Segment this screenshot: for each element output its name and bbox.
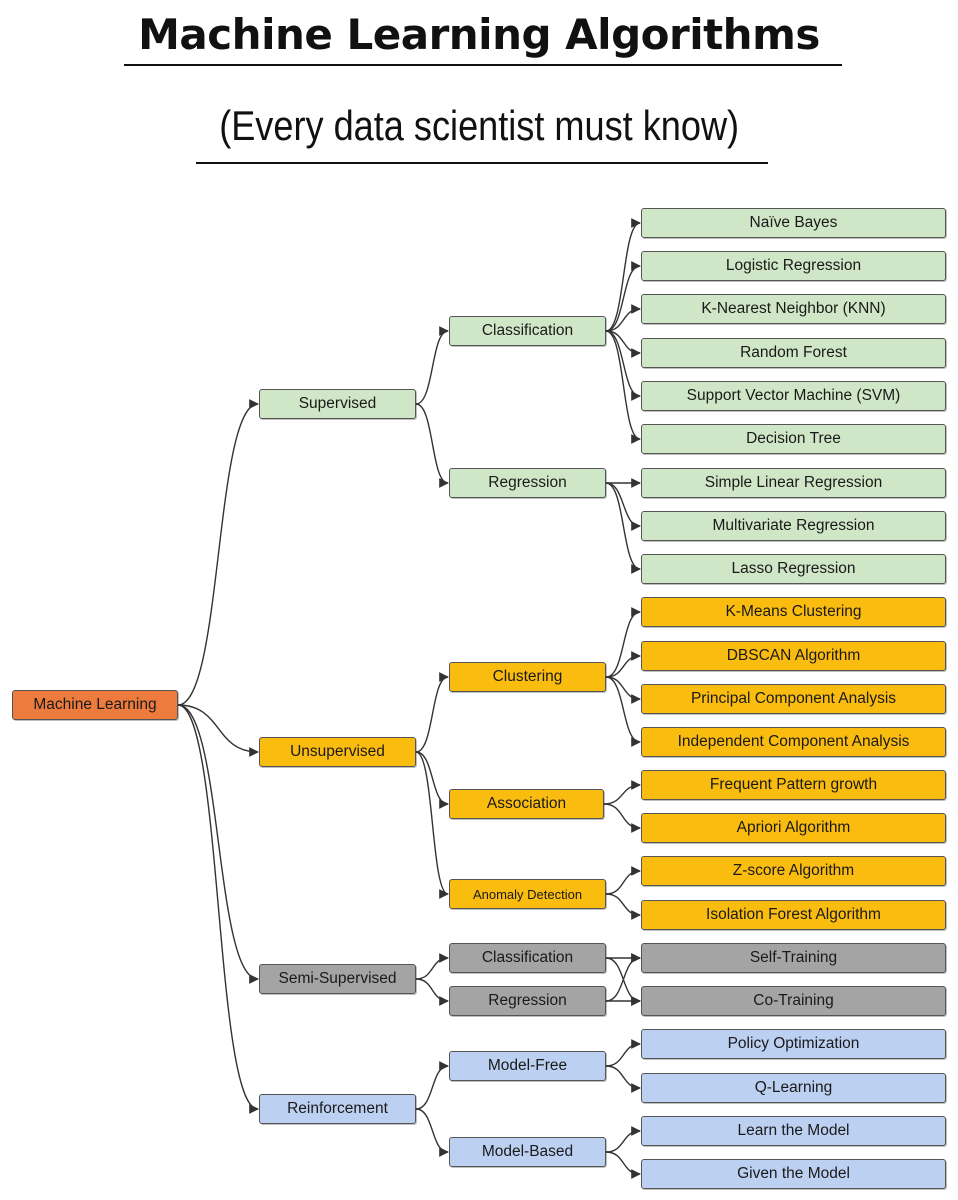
- connector-n-rein-n-mb: [415, 1108, 449, 1157]
- leaf-decision-tree[interactable]: Decision Tree: [641, 424, 946, 454]
- leaf-k-means[interactable]: K-Means Clustering: [641, 597, 946, 627]
- leaf-policy-optimization[interactable]: Policy Optimization: [641, 1029, 946, 1059]
- leaf-ica[interactable]: Independent Component Analysis: [641, 727, 946, 757]
- connector-n-asc-l-13: [603, 780, 641, 805]
- leaf-self-training[interactable]: Self-Training: [641, 943, 946, 973]
- connector-n-unsup-n-clu: [415, 672, 449, 753]
- connector-n-clu-l-9: [605, 607, 641, 678]
- node-semi-classification[interactable]: Classification: [449, 943, 606, 973]
- connector-n-semi-n-semi-cls: [415, 953, 449, 980]
- leaf-apriori[interactable]: Apriori Algorithm: [641, 813, 946, 843]
- node-semi-regression[interactable]: Regression: [449, 986, 606, 1016]
- page-subtitle: (Every data scientist must know): [219, 102, 740, 149]
- leaf-co-training[interactable]: Co-Training: [641, 986, 946, 1016]
- connector-n-sup-n-sup-reg: [415, 403, 449, 488]
- subtitle-underline: [196, 162, 768, 164]
- connector-n-ano-l-15: [605, 866, 641, 895]
- connector-n-mf-l-19: [605, 1039, 641, 1067]
- leaf-q-learning[interactable]: Q-Learning: [641, 1073, 946, 1103]
- connector-n-sup-cls-l-2: [605, 304, 641, 332]
- connector-n-clu-l-11: [605, 676, 641, 704]
- node-reinforcement[interactable]: Reinforcement: [259, 1094, 416, 1124]
- leaf-fp-growth[interactable]: Frequent Pattern growth: [641, 770, 946, 800]
- node-machine-learning[interactable]: Machine Learning: [12, 690, 178, 720]
- connector-n-sup-n-sup-cls: [415, 326, 449, 405]
- connector-n-semi-n-semi-reg: [415, 978, 449, 1006]
- leaf-naive-bayes[interactable]: Naïve Bayes: [641, 208, 946, 238]
- leaf-multivariate-regression[interactable]: Multivariate Regression: [641, 511, 946, 541]
- connector-n-asc-l-14: [603, 803, 641, 833]
- connector-n-clu-l-10: [605, 651, 641, 678]
- node-supervised[interactable]: Supervised: [259, 389, 416, 419]
- connector-n-sup-cls-l-0: [605, 218, 641, 332]
- connector-n-semi-reg-l-17: [605, 953, 641, 1002]
- connector-n-root-n-semi: [177, 704, 259, 984]
- connector-n-sup-reg-l-8: [605, 482, 641, 574]
- node-anomaly-detection[interactable]: Anomaly Detection: [449, 879, 606, 909]
- page-title: Machine Learning Algorithms: [138, 10, 820, 59]
- connector-n-sup-cls-l-5: [605, 330, 641, 444]
- leaf-given-the-model[interactable]: Given the Model: [641, 1159, 946, 1189]
- leaf-random-forest[interactable]: Random Forest: [641, 338, 946, 368]
- leaf-z-score[interactable]: Z-score Algorithm: [641, 856, 946, 886]
- node-semi-supervised[interactable]: Semi-Supervised: [259, 964, 416, 994]
- connector-n-root-n-sup: [177, 399, 259, 706]
- leaf-logistic-regression[interactable]: Logistic Regression: [641, 251, 946, 281]
- connector-n-sup-cls-l-1: [605, 261, 641, 332]
- connector-n-ano-l-16: [605, 893, 641, 920]
- connector-n-clu-l-12: [605, 676, 641, 747]
- connector-n-root-n-unsup: [177, 704, 259, 757]
- connector-n-mb-l-21: [605, 1126, 641, 1153]
- connector-n-unsup-n-asc: [415, 751, 449, 809]
- connector-n-mb-l-22: [605, 1151, 641, 1179]
- node-unsupervised[interactable]: Unsupervised: [259, 737, 416, 767]
- node-model-based[interactable]: Model-Based: [449, 1137, 606, 1167]
- connector-n-sup-cls-l-4: [605, 330, 641, 401]
- connector-n-rein-n-mf: [415, 1061, 449, 1110]
- node-supervised-classification[interactable]: Classification: [449, 316, 606, 346]
- connector-n-unsup-n-ano: [415, 751, 449, 899]
- leaf-isolation-forest[interactable]: Isolation Forest Algorithm: [641, 900, 946, 930]
- leaf-simple-linear-regression[interactable]: Simple Linear Regression: [641, 468, 946, 498]
- connector-n-sup-reg-l-7: [605, 482, 641, 531]
- connector-n-root-n-rein: [177, 704, 259, 1114]
- node-clustering[interactable]: Clustering: [449, 662, 606, 692]
- leaf-learn-the-model[interactable]: Learn the Model: [641, 1116, 946, 1146]
- connector-n-mf-l-20: [605, 1065, 641, 1093]
- leaf-pca[interactable]: Principal Component Analysis: [641, 684, 946, 714]
- leaf-knn[interactable]: K-Nearest Neighbor (KNN): [641, 294, 946, 324]
- leaf-lasso-regression[interactable]: Lasso Regression: [641, 554, 946, 584]
- title-underline: [124, 64, 842, 66]
- node-supervised-regression[interactable]: Regression: [449, 468, 606, 498]
- node-model-free[interactable]: Model-Free: [449, 1051, 606, 1081]
- node-association[interactable]: Association: [449, 789, 604, 819]
- leaf-svm[interactable]: Support Vector Machine (SVM): [641, 381, 946, 411]
- leaf-dbscan[interactable]: DBSCAN Algorithm: [641, 641, 946, 671]
